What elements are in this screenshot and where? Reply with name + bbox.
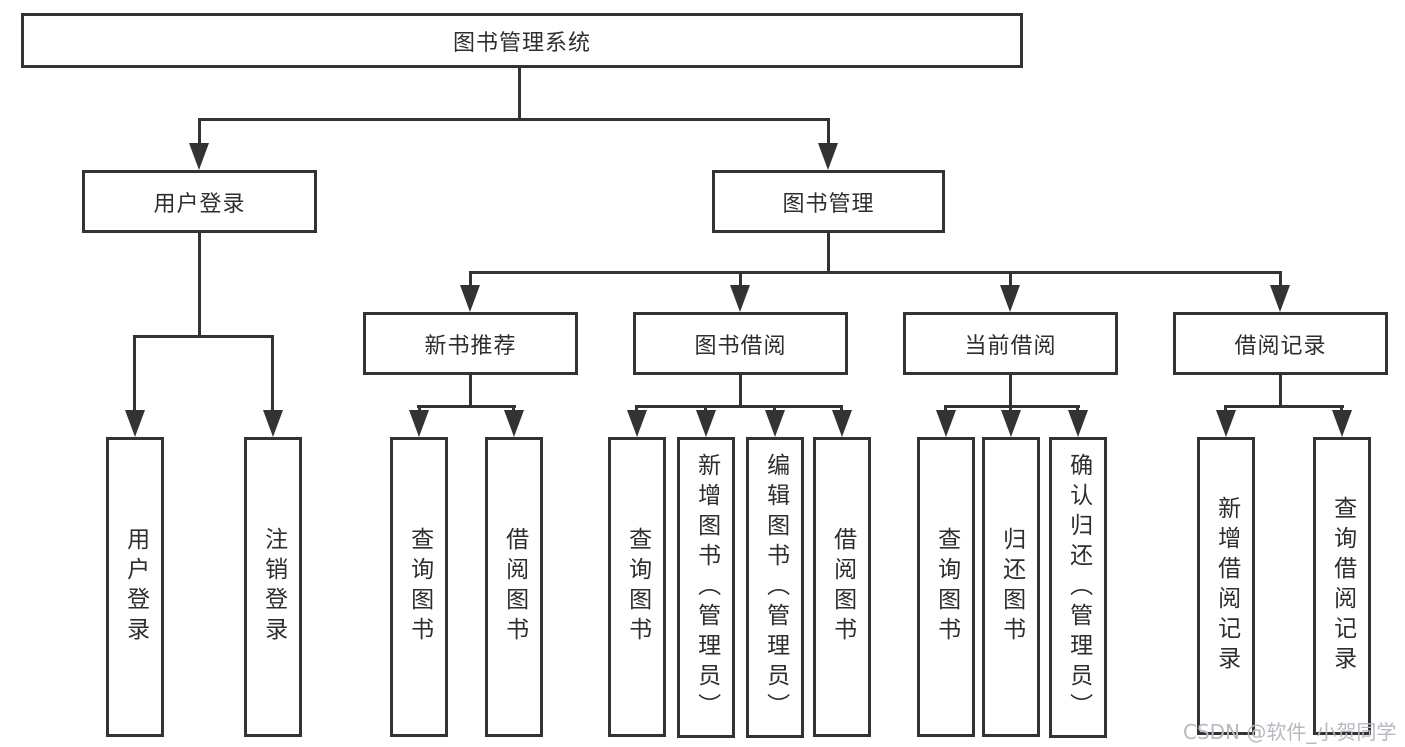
node-book-management: 图书管理 xyxy=(712,170,945,233)
arrow-down-icon xyxy=(696,410,716,437)
connector-line xyxy=(773,405,776,410)
connector-line xyxy=(827,118,830,143)
connector-line xyxy=(469,271,472,285)
node-user-login-group: 用户登录 xyxy=(82,170,317,233)
leaf-borrow-books: 借阅图书 xyxy=(813,437,871,737)
arrow-down-icon xyxy=(1001,410,1021,437)
arrow-down-icon xyxy=(1216,410,1236,437)
connector-line xyxy=(1009,405,1012,410)
connector-line xyxy=(198,233,201,335)
connector-line xyxy=(840,405,843,410)
node-label: 借阅图书 xyxy=(829,527,856,647)
connector-line xyxy=(1224,405,1227,410)
node-label: 用户登录 xyxy=(122,527,149,647)
connector-line xyxy=(944,405,947,410)
node-label: 新增借阅记录 xyxy=(1213,496,1240,676)
connector-line xyxy=(133,335,136,410)
node-label: 查询图书 xyxy=(406,527,433,647)
arrow-down-icon xyxy=(627,410,647,437)
arrow-down-icon xyxy=(460,285,480,312)
leaf-add-book-admin: 新增图书（管理员） xyxy=(677,437,735,738)
node-label: 新书推荐 xyxy=(424,333,517,359)
node-label: 借阅记录 xyxy=(1234,333,1327,359)
connector-line xyxy=(739,271,742,285)
arrow-down-icon xyxy=(409,410,429,437)
node-new-book-recommend: 新书推荐 xyxy=(363,312,578,375)
arrow-down-icon xyxy=(263,410,283,437)
node-label: 查询图书 xyxy=(933,527,960,647)
connector-line xyxy=(1076,405,1079,410)
leaf-query-borrow-record: 查询借阅记录 xyxy=(1313,437,1371,735)
connector-line xyxy=(944,405,1080,408)
leaf-confirm-return-admin: 确认归还（管理员） xyxy=(1049,437,1107,738)
connector-line xyxy=(1224,405,1344,408)
node-label: 图书管理系统 xyxy=(452,30,591,56)
leaf-add-borrow-record: 新增借阅记录 xyxy=(1197,437,1255,735)
node-book-borrow: 图书借阅 xyxy=(633,312,848,375)
leaf-user-login: 用户登录 xyxy=(106,437,164,737)
leaf-query-books-current: 查询图书 xyxy=(917,437,975,737)
node-root-system: 图书管理系统 xyxy=(21,13,1023,68)
connector-line xyxy=(635,405,843,408)
node-borrow-records: 借阅记录 xyxy=(1173,312,1388,375)
connector-line xyxy=(827,233,830,273)
connector-line xyxy=(418,405,421,410)
connector-line xyxy=(1009,375,1012,408)
arrow-down-icon xyxy=(1332,410,1352,437)
node-label: 图书借阅 xyxy=(694,333,787,359)
node-label: 编辑图书（管理员） xyxy=(762,452,789,723)
connector-line xyxy=(133,335,274,338)
node-label: 查询借阅记录 xyxy=(1329,496,1356,676)
connector-line xyxy=(635,405,638,410)
leaf-edit-book-admin: 编辑图书（管理员） xyxy=(746,437,804,738)
node-current-borrow: 当前借阅 xyxy=(903,312,1118,375)
node-label: 借阅图书 xyxy=(501,527,528,647)
node-label: 查询图书 xyxy=(624,527,651,647)
leaf-query-books-recommend: 查询图书 xyxy=(390,437,448,737)
connector-line xyxy=(704,405,707,410)
node-label: 确认归还（管理员） xyxy=(1065,452,1092,723)
connector-line xyxy=(469,271,1282,274)
connector-line xyxy=(1009,271,1012,285)
arrow-down-icon xyxy=(1270,285,1290,312)
node-label: 新增图书（管理员） xyxy=(693,452,720,723)
node-label: 图书管理 xyxy=(782,191,875,217)
node-label: 归还图书 xyxy=(998,527,1025,647)
connector-line xyxy=(198,118,830,121)
connector-line xyxy=(271,335,274,410)
node-label: 注销登录 xyxy=(260,527,287,647)
leaf-query-books-borrow: 查询图书 xyxy=(608,437,666,737)
node-label: 当前借阅 xyxy=(964,333,1057,359)
connector-line xyxy=(512,405,515,410)
csdn-watermark: CSDN @软件_小贺同学 xyxy=(1183,720,1397,744)
arrow-down-icon xyxy=(125,410,145,437)
connector-line xyxy=(417,405,516,408)
arrow-down-icon xyxy=(832,410,852,437)
arrow-down-icon xyxy=(730,285,750,312)
connector-line xyxy=(1340,405,1343,410)
arrow-down-icon xyxy=(1068,410,1088,437)
connector-line xyxy=(1279,271,1282,285)
connector-line xyxy=(518,68,521,118)
node-label: 用户登录 xyxy=(153,191,246,217)
arrow-down-icon xyxy=(189,143,209,170)
leaf-logout: 注销登录 xyxy=(244,437,302,737)
connector-line xyxy=(198,118,201,143)
leaf-return-book: 归还图书 xyxy=(982,437,1040,737)
arrow-down-icon xyxy=(818,143,838,170)
connector-line xyxy=(1279,375,1282,408)
arrow-down-icon xyxy=(936,410,956,437)
leaf-borrow-books-recommend: 借阅图书 xyxy=(485,437,543,737)
connector-line xyxy=(469,375,472,408)
arrow-down-icon xyxy=(504,410,524,437)
arrow-down-icon xyxy=(1000,285,1020,312)
arrow-down-icon xyxy=(765,410,785,437)
connector-line xyxy=(739,375,742,408)
